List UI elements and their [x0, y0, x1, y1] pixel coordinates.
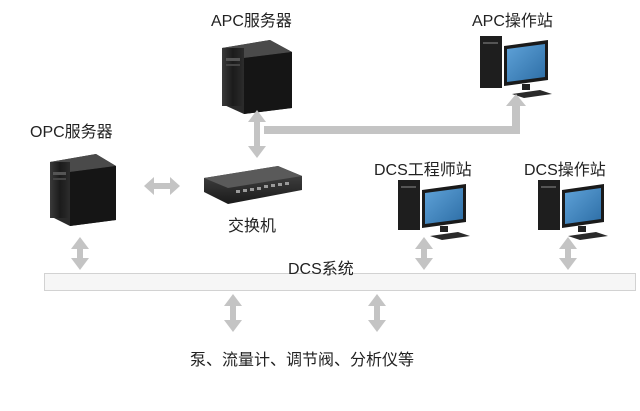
- double-arrow-icon: [368, 294, 386, 332]
- dcs-operator-label: DCS操作站: [524, 162, 606, 179]
- dcs-operator-station-icon: [538, 180, 608, 240]
- apc-server-label: APC服务器: [211, 13, 292, 30]
- double-arrow-icon: [224, 294, 242, 332]
- opc-server-icon: [50, 154, 116, 226]
- apc-link-line: [264, 94, 526, 134]
- double-arrow-icon: [248, 110, 266, 158]
- dcs-engineer-station-icon: [398, 180, 470, 240]
- opc-server-label: OPC服务器: [30, 124, 113, 141]
- dcs-system-label: DCS系统: [288, 261, 354, 278]
- network-switch-icon: [204, 166, 302, 204]
- double-arrow-icon: [71, 237, 89, 270]
- double-arrow-icon: [415, 237, 433, 270]
- field-devices-label: 泵、流量计、调节阀、分析仪等: [190, 352, 415, 369]
- double-arrow-icon: [559, 237, 577, 270]
- switch-label: 交换机: [228, 218, 277, 235]
- apc-server-icon: [222, 40, 292, 114]
- apc-station-label: APC操作站: [472, 13, 553, 30]
- dcs-engineer-label: DCS工程师站: [374, 162, 472, 179]
- dcs-system-bus: [44, 273, 636, 291]
- apc-station-icon: [480, 36, 552, 98]
- double-arrow-icon: [144, 177, 180, 195]
